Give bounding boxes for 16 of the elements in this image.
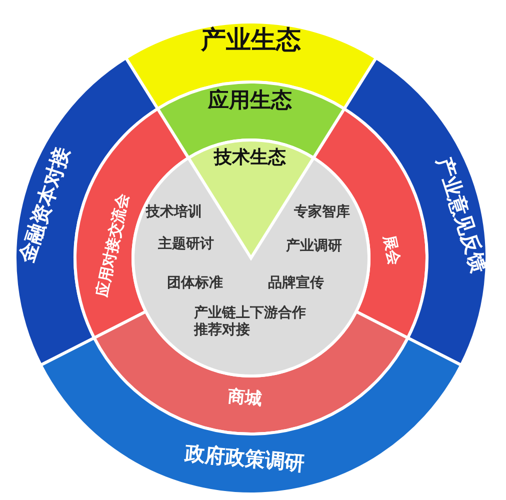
service-label: 产业链上下游合作推荐对接 [194,305,307,339]
segment-label: 政府政策调研 [184,440,306,476]
segment-label: 应用生态 [208,88,292,113]
service-label: 产业调研 [286,238,342,254]
segment-label: 应用对接交流会 [92,192,132,298]
segment-label: 产业意见反馈 [432,154,492,276]
service-label: 团体标准 [167,274,223,292]
service-label: 专家智库 [294,204,350,220]
segment-label: 技术生态 [214,147,286,169]
segment-label: 商城 [227,386,263,410]
service-label: 技术培训 [146,204,202,220]
service-label: 品牌宣传 [268,274,324,292]
segment-label: 产业生态 [201,25,301,55]
service-label: 主题研讨 [158,236,214,252]
segment-label: 展会 [380,233,404,267]
segment-label: 金融资本对接 [14,144,74,266]
